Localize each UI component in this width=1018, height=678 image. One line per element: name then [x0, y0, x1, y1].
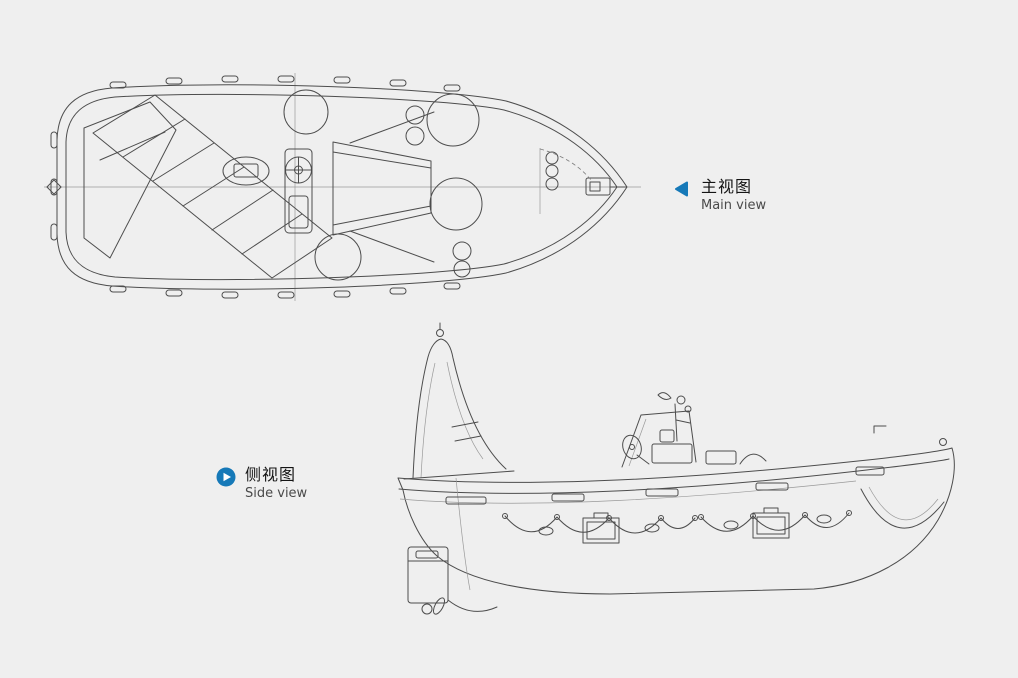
main-view-title-en: Main view: [701, 198, 767, 214]
play-circle-icon: [216, 467, 236, 487]
side-view-title-zh: 侧视图: [245, 465, 297, 484]
boat-side-view-drawing: [397, 322, 955, 615]
boat-top-view-drawing: [44, 73, 641, 301]
side-view-title-en: Side view: [245, 486, 308, 502]
main-view-title-zh: 主视图: [701, 177, 753, 196]
left-triangle-icon: [675, 181, 688, 197]
main-view-label: 主视图 Main view: [672, 177, 767, 214]
side-view-label: 侧视图 Side view: [216, 465, 308, 502]
